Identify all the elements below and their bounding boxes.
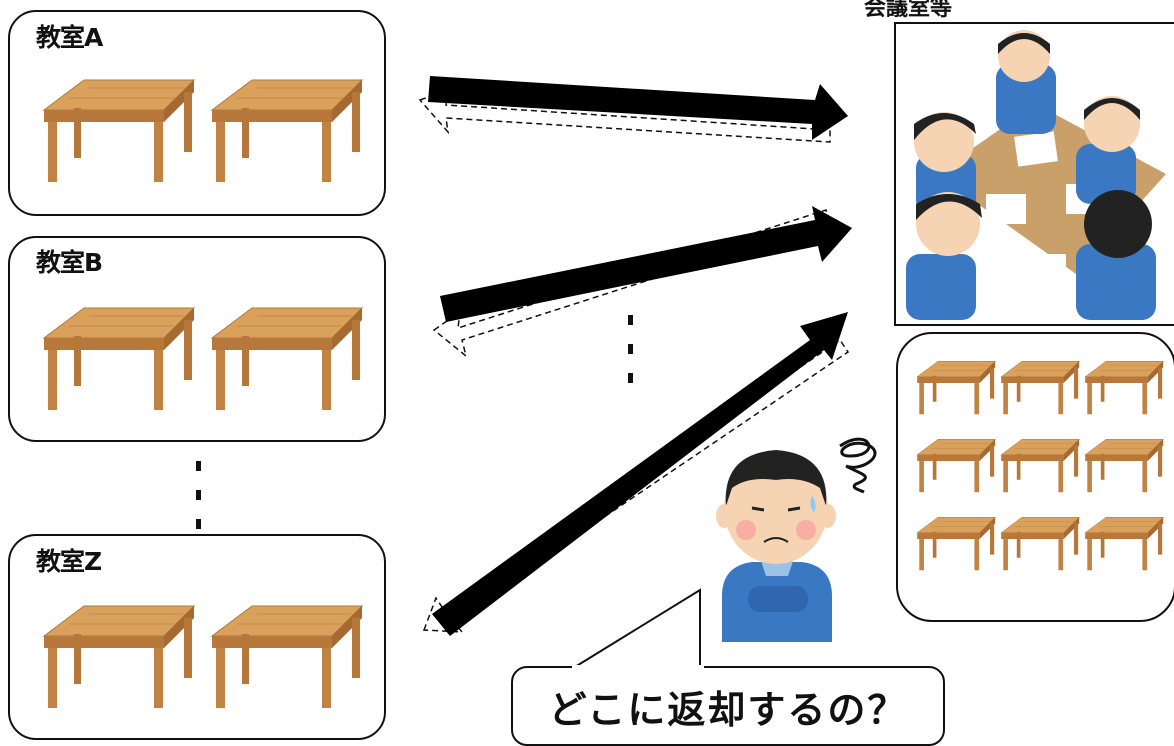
classroom-a-label: 教室A: [36, 23, 103, 52]
ellipsis-dot: [628, 373, 633, 383]
desk-icon: [1084, 516, 1164, 571]
confused-scribble-icon: [839, 437, 877, 494]
classroom-z-label: 教室Z: [36, 547, 102, 576]
desk-icon: [1084, 438, 1164, 493]
meeting-people-illustration: [906, 30, 1166, 320]
speech-bubble: どこに返却するの？: [511, 666, 945, 746]
desk-icon: [1000, 360, 1080, 415]
speech-tail-cover: [572, 665, 704, 669]
desk-icon: [1000, 516, 1080, 571]
speech-tail: [569, 588, 701, 671]
desk-icon: [916, 438, 996, 493]
desk-icon: [916, 516, 996, 571]
ellipsis-dot: [196, 519, 201, 529]
meeting-room-label: 会議室等: [864, 0, 953, 21]
ellipsis-dot: [628, 315, 633, 325]
desk-icon: [1000, 438, 1080, 493]
worried-person-illustration: [716, 450, 836, 642]
ellipsis-dot: [196, 461, 201, 471]
classroom-b-label: 教室B: [36, 248, 103, 277]
desk-icon: [916, 360, 996, 415]
ellipsis-dot: [196, 490, 201, 500]
arrow-icon: [428, 76, 852, 636]
ellipsis-dot: [628, 344, 633, 354]
desk-icon: [1084, 360, 1164, 415]
